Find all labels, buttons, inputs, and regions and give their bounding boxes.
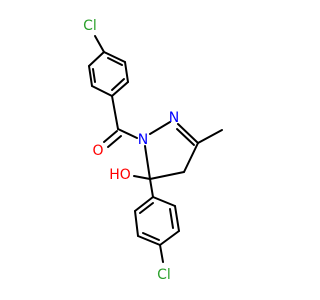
bond-bottom-ring-1 [134, 196, 154, 212]
bond-top-ring-inner-2 [111, 78, 125, 91]
bond-bottom-ring-2 [134, 210, 139, 237]
bond-n2-c3-a [177, 123, 199, 144]
bond-bottom-ring-4 [159, 230, 180, 246]
bond-c3-c4 [183, 142, 199, 173]
bond-bottom-ring-3 [137, 235, 161, 246]
bond-ring-to-carbonyl [111, 95, 119, 130]
bond-carbonyl-double-b [107, 135, 122, 148]
bond-bottom-ring-inner-3 [169, 208, 174, 229]
bonds [88, 35, 223, 263]
bond-top-ring-5 [88, 65, 93, 87]
bond-top-cl [94, 35, 105, 53]
bond-c5-n1 [144, 145, 151, 180]
bond-n1-n2 [149, 121, 171, 135]
bond-carbonyl-to-n [117, 128, 138, 139]
atom-labels: Cl O N N HO Cl [83, 18, 179, 283]
bond-bottom-ring-inner-1 [139, 202, 154, 214]
bond-bottom-cl [159, 244, 164, 263]
bond-top-ring-1 [103, 51, 126, 63]
bond-c5-bottom-ring [149, 178, 154, 198]
bond-top-ring-2 [124, 61, 129, 83]
bond-top-ring-inner-3 [92, 68, 96, 83]
bond-top-ring-6 [88, 51, 105, 67]
bond-top-ring-inner-1 [107, 57, 123, 66]
bond-n2-c3-b [176, 128, 195, 146]
bond-top-ring-4 [91, 85, 113, 97]
bond-c5-oh [133, 175, 151, 180]
bond-bottom-ring-6 [152, 196, 176, 207]
bond-bottom-ring-5 [174, 205, 180, 232]
atom-cl-top: Cl [83, 18, 97, 34]
bond-c4-c5 [149, 171, 185, 180]
bond-c3-methyl [197, 129, 223, 144]
atom-o-carbonyl: O [92, 143, 103, 159]
atom-hydroxyl: HO [109, 167, 131, 183]
molecule-structure-diagram: Cl O N N HO Cl [83, 18, 223, 283]
atom-n2: N [169, 110, 179, 126]
atom-cl-bottom: Cl [157, 267, 171, 283]
bond-bottom-ring-inner-2 [142, 232, 160, 241]
atom-n1: N [138, 132, 148, 148]
bond-carbonyl-double-a [103, 130, 118, 143]
bond-top-ring-3 [111, 81, 129, 97]
